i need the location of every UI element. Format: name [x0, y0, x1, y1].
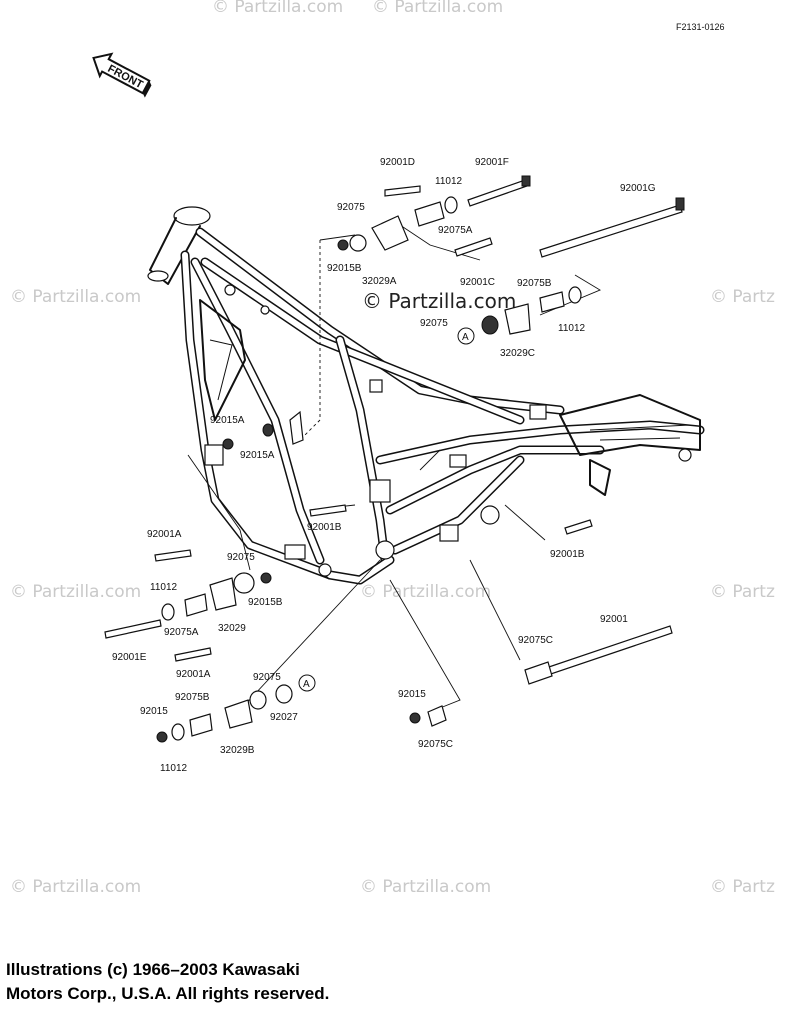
part-label-32029a: 32029A [362, 276, 397, 287]
bolt-92001g [539, 204, 683, 258]
copyright-line: Illustrations (c) 1966–2003 Kawasaki [6, 960, 300, 979]
figure-id: F2131-0126 [676, 22, 725, 32]
part-label-11012: 11012 [435, 176, 463, 187]
part-label-11012: 11012 [558, 323, 586, 334]
damper-92075 [249, 690, 267, 710]
washer-11012 [444, 196, 458, 214]
bolt-92001b [309, 504, 347, 517]
motorcycle-frame [147, 206, 705, 585]
callout-a-label: A [303, 679, 310, 690]
part-label-92075: 92075 [253, 672, 281, 683]
nut-92015a [262, 423, 274, 437]
bolt-92001b [564, 519, 593, 535]
part-label-92001e: 92001E [112, 652, 147, 663]
collar-92075b [539, 291, 565, 313]
nut-92015 [409, 712, 421, 724]
part-label-32029c: 32029C [500, 348, 535, 359]
copyright-line: Motors Corp., U.S.A. All rights reserved… [6, 984, 330, 1003]
spacer-92027 [275, 684, 293, 704]
bracket-32029 [209, 577, 237, 611]
watermark: © Partz [710, 877, 775, 897]
collar-92075a [414, 201, 445, 227]
part-label-92075b: 92075B [517, 278, 552, 289]
watermarks: © Partzilla.com © Partzilla.com © Partzi… [10, 0, 775, 897]
watermark: © Partzilla.com [10, 287, 141, 307]
part-label-92015b: 92015B [248, 597, 283, 608]
washer-11012 [568, 286, 582, 304]
exploded-parts [104, 175, 685, 743]
washer-11012 [161, 603, 175, 621]
part-labels: 92001D 92001F 11012 92001G 92075 92075A … [112, 157, 656, 774]
part-label-92001: 92001 [600, 614, 628, 625]
nut-92015b [337, 239, 349, 251]
collar-92075c [524, 661, 553, 685]
part-label-92075c: 92075C [518, 635, 553, 646]
collar-92075a [184, 593, 208, 617]
callout-a-2: A [298, 674, 316, 692]
callout-a-label: A [462, 332, 469, 343]
part-label-92001a: 92001A [147, 529, 182, 540]
damper-92075 [233, 572, 255, 594]
damper-92075 [349, 234, 367, 252]
collar-92075c [427, 705, 447, 727]
bolt-92001e [104, 619, 162, 639]
bolt-92001a [154, 549, 192, 562]
bolt-92001c [454, 237, 493, 257]
part-label-11012: 11012 [160, 763, 188, 774]
nut-92015a [222, 438, 234, 450]
nut-92015b [260, 572, 272, 584]
part-label-92075: 92075 [337, 202, 365, 213]
part-label-11012: 11012 [150, 582, 178, 593]
callout-a-1: A [457, 327, 475, 345]
part-label-92001b: 92001B [550, 549, 585, 560]
front-arrow-icon: FRONT [92, 52, 152, 98]
watermark: © Partzilla.com [10, 582, 141, 602]
watermark: © Partzilla.com [10, 877, 141, 897]
bolt-92001a [174, 647, 212, 662]
part-label-92015: 92015 [140, 706, 168, 717]
part-label-92001b: 92001B [307, 522, 342, 533]
watermark: © Partzilla.com [360, 582, 491, 602]
watermark: © Partzilla.com [360, 877, 491, 897]
watermark-center: © Partzilla.com [362, 289, 516, 313]
part-label-92075b: 92075B [175, 692, 210, 703]
part-label-92001g: 92001G [620, 183, 656, 194]
watermark: © Partz [710, 287, 775, 307]
leader-lines [187, 224, 601, 711]
bracket-32029b [224, 699, 253, 729]
part-label-92015b: 92015B [327, 263, 362, 274]
collar-92075b [189, 713, 213, 737]
bolt-92001f [467, 179, 528, 207]
bolt-92001d [384, 185, 421, 197]
nut-92015 [156, 731, 168, 743]
part-label-92027: 92027 [270, 712, 298, 723]
part-label-92075a: 92075A [438, 225, 473, 236]
part-label-92001c: 92001C [460, 277, 495, 288]
part-label-92075a: 92075A [164, 627, 199, 638]
washer-11012 [171, 723, 185, 741]
part-label-32029b: 32029B [220, 745, 255, 756]
part-label-92015a: 92015A [240, 450, 275, 461]
part-label-92001a: 92001A [176, 669, 211, 680]
bracket-32029c [504, 303, 531, 335]
watermark: © Partzilla.com [212, 0, 343, 17]
bolt-92001 [539, 625, 673, 678]
part-label-92001f: 92001F [475, 157, 509, 168]
damper-92075 [481, 315, 499, 335]
watermark: © Partz [710, 582, 775, 602]
part-label-92015: 92015 [398, 689, 426, 700]
part-label-92001d: 92001D [380, 157, 415, 168]
copyright-footer: Illustrations (c) 1966–2003 Kawasaki Mot… [6, 958, 329, 1006]
watermark: © Partzilla.com [372, 0, 503, 17]
part-label-92015a: 92015A [210, 415, 245, 426]
part-label-92075c: 92075C [418, 739, 453, 750]
bracket-32029a [371, 215, 409, 251]
part-label-92075: 92075 [227, 552, 255, 563]
part-label-92075: 92075 [420, 318, 448, 329]
part-label-32029: 32029 [218, 623, 246, 634]
